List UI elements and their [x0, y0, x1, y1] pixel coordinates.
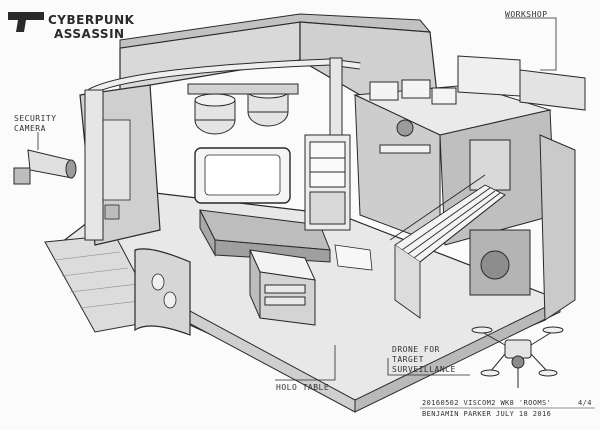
drone-label-line-1: DRONE FOR — [392, 345, 440, 354]
wall-window-inner — [204, 154, 281, 196]
callout-lines — [37, 17, 557, 381]
sofa — [199, 209, 331, 263]
ceiling-vent-units — [187, 83, 299, 135]
holo-table-label: HOLO TABLE — [276, 383, 330, 392]
security-camera-label-line-1: SECURITY — [14, 114, 57, 123]
left-wall-panel — [99, 119, 131, 201]
workshop-label: WORKSHOP — [505, 10, 548, 19]
drone-label-line-3: SURVEILLANCE — [392, 365, 456, 374]
left-wall-outlet — [104, 204, 120, 220]
floor-rug — [334, 244, 373, 271]
logo-line-1: CYBERPUNK — [48, 13, 135, 27]
drone-label-line-2: TARGET — [392, 355, 424, 364]
staircase — [389, 174, 506, 319]
holo-table-object — [249, 249, 316, 326]
workshop-mezzanine — [353, 55, 586, 246]
page-number: 4/4 — [578, 399, 592, 407]
partition-porthole-1 — [151, 273, 165, 291]
drone — [471, 326, 564, 388]
logo-line-2: ASSASSIN — [54, 27, 125, 41]
curved-partition — [134, 248, 191, 336]
partition-porthole-2 — [163, 291, 177, 309]
logo-gun-icon — [8, 12, 44, 32]
cyberpunk-assassin-logo: CYBERPUNK ASSASSIN — [8, 6, 134, 50]
drone-label: DRONE FOR TARGET SURVEILLANCE — [392, 345, 456, 375]
storage-machine — [480, 250, 510, 280]
security-camera-label: SECURITY CAMERA — [14, 114, 57, 134]
artist-date-line: BENJAMIN PARKER JULY 18 2016 — [422, 410, 552, 418]
security-camera — [13, 149, 77, 185]
project-info-line-1: 20160502 VISCOM2 WK8 'ROOMS' — [422, 399, 552, 407]
security-camera-label-line-2: CAMERA — [14, 124, 46, 133]
floor-edge-right — [354, 299, 561, 413]
right-wall-frame — [539, 134, 576, 321]
glass-cabinet — [304, 134, 351, 231]
